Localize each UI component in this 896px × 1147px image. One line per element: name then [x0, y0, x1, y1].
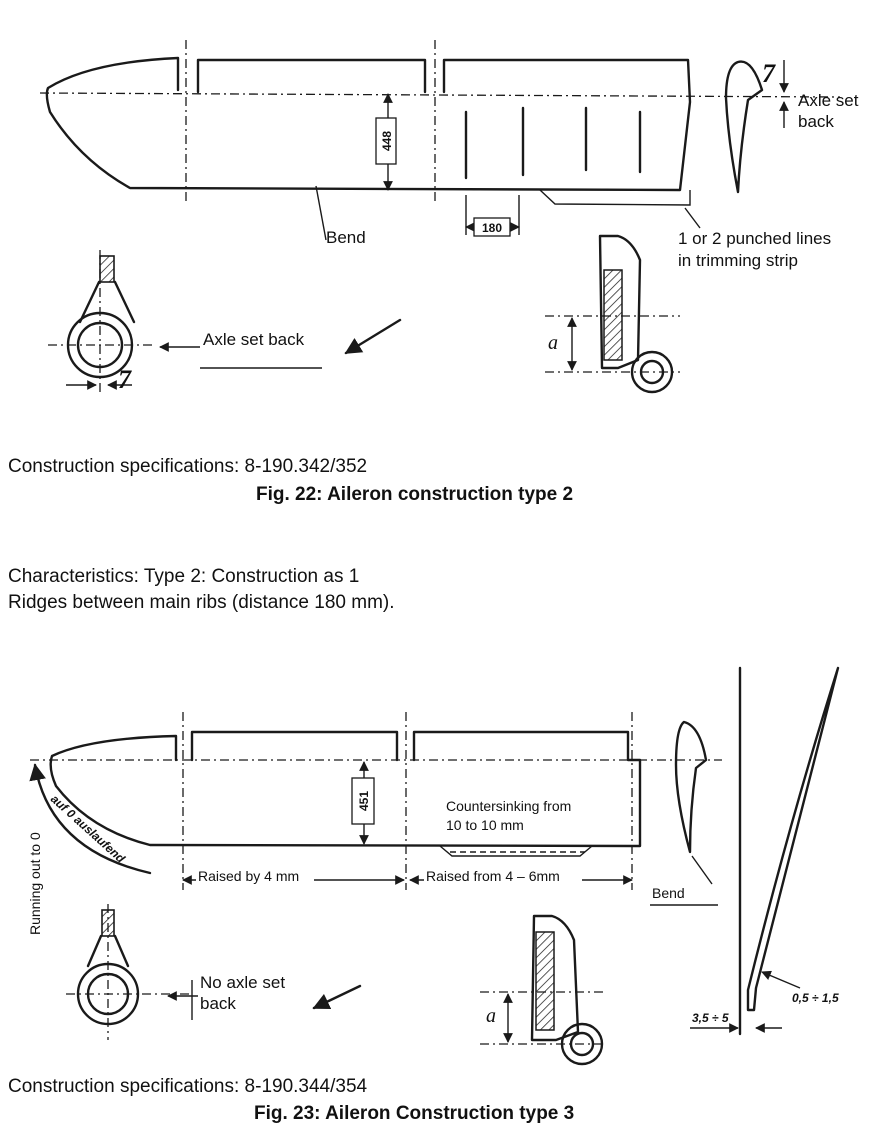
- fig23-a-dim: a: [486, 1005, 496, 1027]
- fig23-profile-section: [674, 720, 713, 885]
- fig23-aileron-body: [49, 730, 642, 848]
- fig22-offset-dim: 7: [762, 59, 776, 88]
- fig23-top-notch: [190, 730, 399, 762]
- fig23-countersinking-label-1: Countersinking from: [446, 798, 571, 814]
- fig22-bend-leader: [315, 185, 327, 241]
- fig23-profile: [674, 720, 708, 854]
- fig22-aileron-body: [45, 56, 692, 192]
- fig23-trailing-edge-detail: 0,5 ÷ 1,5 3,5 ÷ 5: [690, 666, 840, 1036]
- fig22-height-dim: 448: [380, 131, 394, 151]
- fig23-spec: Construction specifications: 8-190.344/3…: [8, 1076, 368, 1097]
- fig23-no-axle-label-1: No axle set: [200, 973, 285, 992]
- fig23-edge-range-dim: 3,5 ÷ 5: [692, 1011, 729, 1025]
- fig22-view-arrow: [344, 318, 402, 355]
- fig23-aileron-outline: 451: [29, 712, 722, 890]
- fig23-raised-by-label: Raised by 4 mm: [198, 868, 299, 884]
- fig23-height-dim: 451: [357, 791, 371, 811]
- fig22-rib-spacing-dim: 180: [482, 221, 502, 235]
- fig23-taper-arrow: [29, 763, 152, 875]
- fig23-countersink-strip: [439, 845, 593, 857]
- fig23-view-arrow: [312, 984, 362, 1010]
- fig22-axle-set-back-label-1: Axle set: [798, 91, 859, 110]
- fig23-auf0-label: auf 0 auslaufend: [48, 792, 128, 866]
- fig22-fitting-offset-dim: 7: [118, 365, 132, 394]
- fig22-bend-label: Bend: [326, 228, 366, 247]
- fig22-top-notch: [196, 58, 427, 94]
- fig22-hinge-eye: 7: [48, 250, 156, 394]
- fig22-caption: Fig. 22: Aileron construction type 2: [256, 484, 574, 505]
- fig22-trimming-strip: [539, 189, 691, 206]
- fig23-caption: Fig. 23: Aileron Construction type 3: [254, 1103, 575, 1124]
- characteristics-line-2: Ridges between main ribs (distance 180 m…: [8, 592, 395, 613]
- fig23-raised-from-label: Raised from 4 – 6mm: [426, 868, 560, 884]
- fig22-spec: Construction specifications: 8-190.342/3…: [8, 456, 368, 477]
- fig22-punched-lines-label-2: in trimming strip: [678, 251, 798, 270]
- fig22-axle-set-back-arrow-label: Axle set back: [203, 330, 305, 349]
- fig23-running-out-label: Running out to 0: [27, 832, 43, 935]
- fig22-profile: [724, 60, 764, 194]
- fig22-hinge-axis: [39, 92, 841, 98]
- fig22-aileron-outline: 448 180: [39, 40, 841, 241]
- fig22-hinge-bracket: a: [545, 234, 680, 394]
- fig22-a-dim: a: [548, 332, 558, 354]
- fig22-profile-section: 7: [724, 59, 789, 194]
- fig23-bend-label: Bend: [652, 885, 685, 901]
- fig23-hinge-eye: [66, 904, 198, 1040]
- characteristics-line-1: Characteristics: Type 2: Construction as…: [8, 566, 360, 587]
- fig22-axle-set-back-label-2: back: [798, 112, 834, 131]
- fig23-bend-range-dim: 0,5 ÷ 1,5: [792, 991, 839, 1005]
- fig23-no-axle-label-2: back: [200, 994, 236, 1013]
- fig22-punched-lines-label-1: 1 or 2 punched lines: [678, 229, 831, 248]
- fig23-hinge-bracket: a: [480, 914, 606, 1066]
- fig23-countersinking-label-2: 10 to 10 mm: [446, 817, 524, 833]
